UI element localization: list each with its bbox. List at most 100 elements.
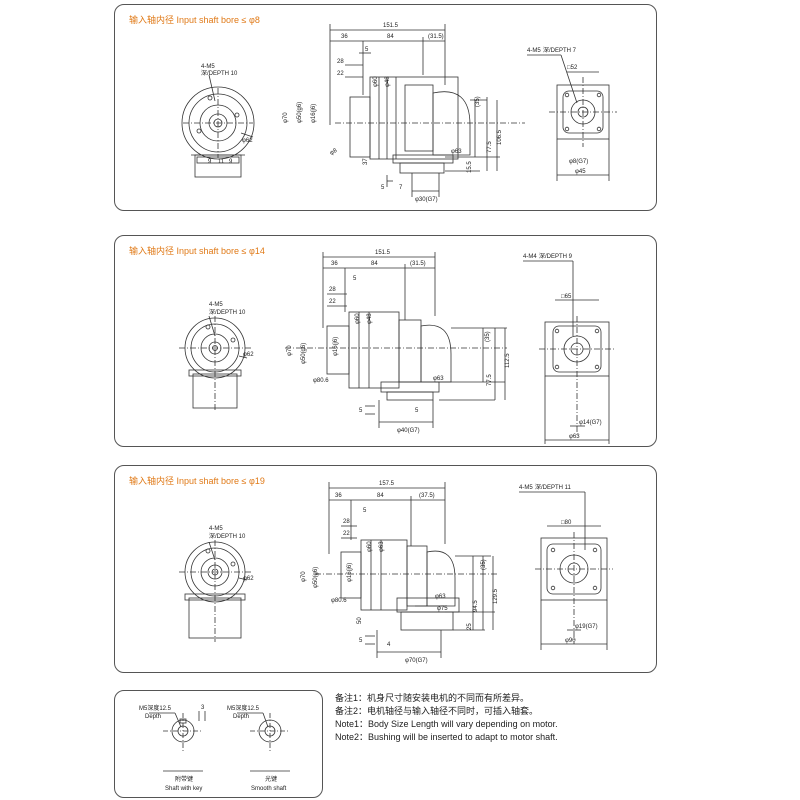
- detail-right-caption-en: Smooth shaft: [251, 786, 287, 792]
- end-hole-label: 4-M5: [519, 485, 533, 491]
- end-bore-label: φ19(G7): [575, 624, 598, 630]
- dim-label: 50: [357, 617, 363, 624]
- dim-overall: 157.5: [379, 481, 395, 487]
- notes-block: 备注1：机身尺寸随安装电机的不同而有所差异。 备注2：电机轴径与输入轴径不同时，…: [335, 692, 558, 744]
- dim-diameter: φ63: [379, 541, 385, 552]
- dim-label: 22: [337, 71, 344, 77]
- dim-diameter: φ16(j6): [347, 563, 353, 582]
- dim-diameter: φ63: [435, 594, 446, 600]
- end-hole-label: 4-M5: [527, 48, 541, 54]
- drawing-panel-1: 输入轴内径 Input shaft bore ≤ φ8: [114, 4, 657, 211]
- dim-diameter: φ60: [373, 76, 379, 87]
- dim-height: 106.5: [497, 129, 503, 145]
- dim-label: 37: [363, 158, 369, 165]
- dim-label: 5: [363, 508, 367, 514]
- front-foot-label: 9: [208, 159, 212, 165]
- dim-diameter: φ50(g6): [313, 567, 319, 588]
- dim-label: 5: [359, 638, 363, 644]
- end-bore-label: φ14(G7): [579, 420, 602, 426]
- dim-label: 28: [343, 519, 350, 525]
- dim-diameter: φ16(j6): [311, 104, 317, 123]
- end-hole-label: 4-M4: [523, 254, 537, 260]
- dim-diameter: φ40(G7): [397, 428, 420, 434]
- detail-left-dim: 3: [201, 705, 205, 711]
- end-square-label: □52: [567, 65, 578, 71]
- dim-diameter: φ63: [451, 149, 462, 155]
- dim-diameter: φ30(G7): [415, 197, 438, 203]
- front-pcd-label: φ62: [242, 138, 253, 144]
- dim-label: 28: [337, 59, 344, 65]
- end-width-label: φ90: [565, 638, 576, 644]
- panel-2-svg: 4-M5 深/DEPTH 10 φ62 151.5 36 84 (31.5) 5…: [179, 250, 615, 444]
- drawing-panel-3: 输入轴内径 Input shaft bore ≤ φ19: [114, 465, 657, 673]
- front-foot-label: 9: [229, 159, 233, 165]
- detail-left-caption-cn: 附带键: [175, 775, 193, 783]
- dim-label: 5: [353, 276, 357, 282]
- dim-diameter: φ60: [367, 541, 373, 552]
- dim-label: 15.5: [467, 161, 473, 173]
- front-depth-label: 深/DEPTH 10: [209, 308, 246, 316]
- dim-height: (35): [485, 331, 491, 342]
- front-depth-label: 深/DEPTH 10: [201, 69, 238, 77]
- dim-height: 129.5: [493, 588, 499, 604]
- dim-diameter: φ16(j6): [333, 337, 339, 356]
- dim-diameter: φ70: [283, 112, 289, 123]
- dim-diameter: φ70(G7): [405, 658, 428, 664]
- dim-overall: 151.5: [383, 23, 399, 29]
- dim-label: 84: [371, 261, 378, 267]
- dim-diameter: φ8: [329, 148, 339, 157]
- front-hole-label: 4-M5: [201, 64, 215, 70]
- dim-label: 22: [329, 299, 336, 305]
- dim-diameter: φ50(g6): [301, 343, 307, 364]
- dim-height: 77.5: [487, 374, 493, 386]
- shaft-detail-panel: M5深度12.5 Depth 3 M5深度12.5 Depth 附带键 Shaf…: [114, 690, 323, 798]
- panel-title: 输入轴内径 Input shaft bore ≤ φ19: [129, 476, 265, 486]
- end-square-label: □65: [561, 294, 572, 300]
- end-depth-label: 深/DEPTH 11: [535, 483, 572, 491]
- dim-diameter: φ80.6: [331, 598, 347, 604]
- front-pcd-label: φ62: [243, 576, 254, 582]
- dim-diameter: φ63: [433, 376, 444, 382]
- note-line: 备注1：机身尺寸随安装电机的不同而有所差异。: [335, 693, 530, 703]
- dim-diameter: φ80.6: [313, 378, 329, 384]
- front-pcd-label: φ62: [243, 352, 254, 358]
- dim-label: 5: [415, 408, 419, 414]
- front-hole-label: 4-M5: [209, 302, 223, 308]
- dim-diameter: φ50(g6): [297, 102, 303, 123]
- detail-right-label: M5深度12.5: [227, 704, 260, 712]
- end-depth-label: 深/DEPTH 9: [539, 252, 573, 260]
- dim-height: 77.5: [487, 141, 493, 153]
- note-line: Note2：Bushing will be inserted to adapt …: [335, 732, 558, 742]
- front-hole-label: 4-M5: [209, 526, 223, 532]
- drawing-panel-2: 输入轴内径 Input shaft bore ≤ φ14: [114, 235, 657, 447]
- dim-diameter: φ48: [367, 313, 373, 324]
- dim-label: (37.5): [419, 493, 435, 499]
- dim-label: 36: [341, 34, 348, 40]
- note-line: 备注2：电机轴径与输入轴径不同时，可插入轴套。: [335, 706, 539, 716]
- dim-height: 94.5: [473, 600, 479, 612]
- dim-label: (31.5): [428, 34, 444, 40]
- end-square-label: □80: [561, 520, 572, 526]
- dim-label: 5: [365, 47, 369, 53]
- end-bore-label: φ8(G7): [569, 159, 588, 165]
- end-width-label: φ63: [569, 434, 580, 440]
- detail-left-sub: Depth: [145, 714, 161, 720]
- dim-label: 5: [359, 408, 363, 414]
- panel-3-svg: 4-M5 深/DEPTH 10 φ62 157.5 36 84 (37.5) 5…: [179, 481, 613, 664]
- dim-diameter: φ70: [301, 571, 307, 582]
- dim-label: 36: [335, 493, 342, 499]
- note-line: Note1：Body Size Length will vary dependi…: [335, 719, 558, 729]
- dim-height: (35): [481, 559, 487, 570]
- dim-label: 28: [329, 287, 336, 293]
- dim-label: 36: [331, 261, 338, 267]
- dim-height: (35): [475, 96, 481, 107]
- front-depth-label: 深/DEPTH 10: [209, 532, 246, 540]
- end-depth-label: 深/DEPTH 7: [543, 46, 577, 54]
- dim-diameter: φ75: [437, 606, 448, 612]
- dim-label: 4: [387, 642, 391, 648]
- dim-label: (31.5): [410, 261, 426, 267]
- detail-right-caption-cn: 光键: [265, 775, 277, 783]
- panel-title: 输入轴内径 Input shaft bore ≤ φ14: [129, 246, 265, 256]
- dim-diameter: φ48: [385, 76, 391, 87]
- dim-diameter: φ60: [355, 313, 361, 324]
